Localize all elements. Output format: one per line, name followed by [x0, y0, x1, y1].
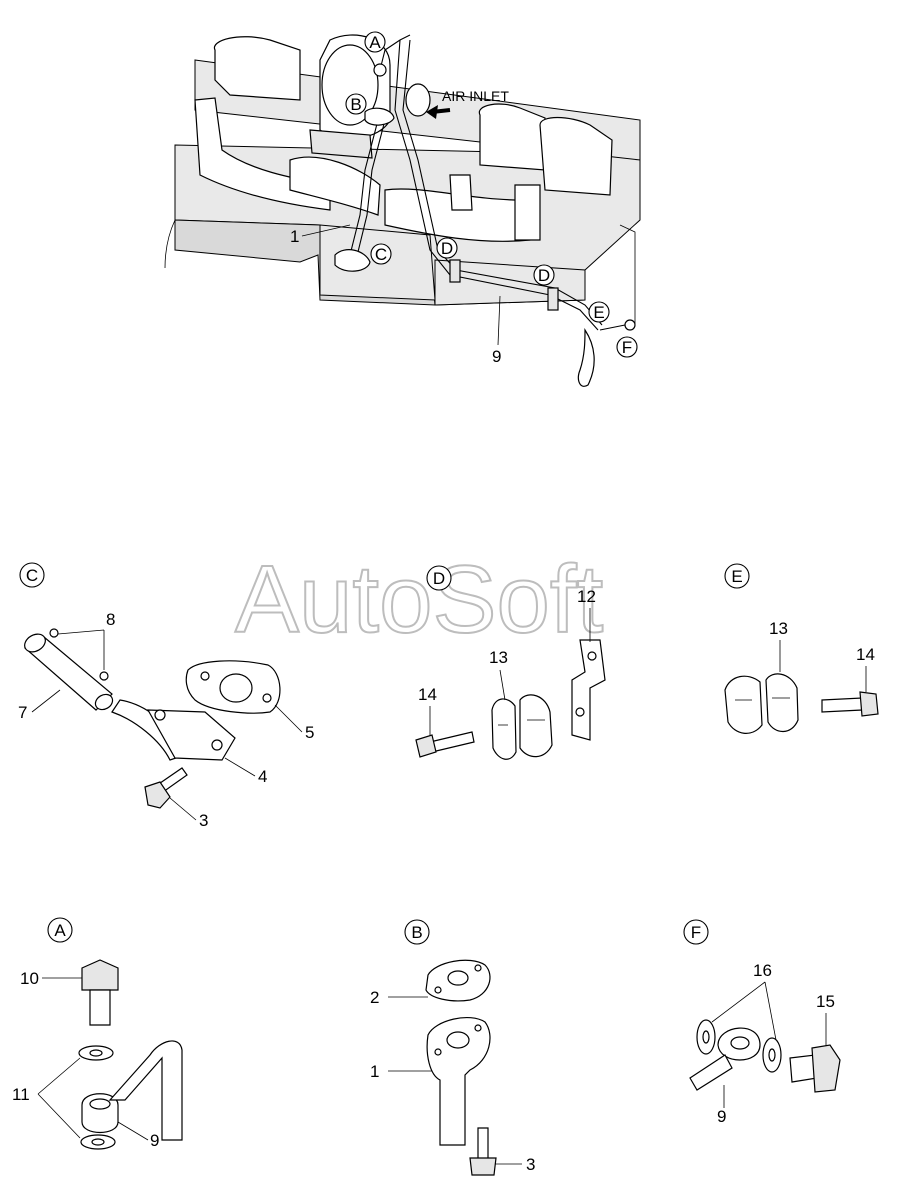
detail-E: E 13 14	[724, 563, 879, 734]
detail-E-part-13: 13	[769, 619, 788, 638]
detail-C-part-4: 4	[258, 767, 267, 786]
detail-E-part-14: 14	[856, 645, 875, 664]
overview-part-9: 9	[492, 347, 501, 366]
engine-overview: AIR INLET A B C D D E F	[164, 31, 641, 387]
detail-F-part-15: 15	[816, 992, 835, 1011]
callout-F: F	[616, 336, 638, 358]
callout-E: E	[588, 301, 610, 323]
detail-A-part-11: 11	[12, 1085, 30, 1104]
detail-D: D 12 13 14	[415, 565, 606, 760]
svg-text:E: E	[593, 303, 604, 322]
detail-A-part-9: 9	[150, 1131, 159, 1150]
detail-C-part-5: 5	[305, 723, 314, 742]
detail-A-title: A	[54, 921, 66, 940]
detail-D-part-12: 12	[577, 587, 596, 606]
svg-text:F: F	[622, 338, 632, 357]
svg-text:D: D	[538, 266, 550, 285]
detail-E-title: E	[731, 567, 742, 586]
detail-C: C 8 7 5 4 3	[18, 562, 314, 830]
callout-D-right: D	[533, 264, 555, 286]
detail-D-title: D	[433, 569, 445, 588]
svg-text:B: B	[350, 95, 361, 114]
svg-text:C: C	[375, 245, 387, 264]
svg-text:A: A	[369, 33, 381, 52]
detail-F-title: F	[691, 923, 701, 942]
detail-D-part-13: 13	[489, 648, 508, 667]
detail-B-part-1: 1	[370, 1062, 379, 1081]
detail-F: F 16 15 9	[683, 919, 841, 1126]
detail-B-part-2: 2	[370, 988, 379, 1007]
detail-C-part-7: 7	[18, 703, 27, 722]
detail-F-part-9: 9	[717, 1107, 726, 1126]
callout-A: A	[364, 31, 386, 53]
detail-C-title: C	[26, 566, 38, 585]
callout-B: B	[345, 93, 367, 115]
callout-C: C	[370, 243, 392, 265]
detail-A-part-10: 10	[20, 969, 39, 988]
detail-F-part-16: 16	[753, 961, 772, 980]
svg-text:D: D	[441, 239, 453, 258]
callout-D-left: D	[436, 237, 458, 259]
detail-B: B 2 1 3	[370, 919, 535, 1176]
detail-A: A 10 11 9	[12, 917, 183, 1150]
watermark: AutoSoft	[235, 546, 603, 653]
detail-C-part-8: 8	[106, 610, 115, 629]
detail-B-part-3: 3	[526, 1155, 535, 1174]
detail-C-part-3: 3	[199, 811, 208, 830]
detail-D-part-14: 14	[418, 685, 437, 704]
detail-B-title: B	[411, 923, 422, 942]
overview-part-1: 1	[290, 227, 299, 246]
air-inlet-label: AIR INLET	[442, 88, 509, 104]
